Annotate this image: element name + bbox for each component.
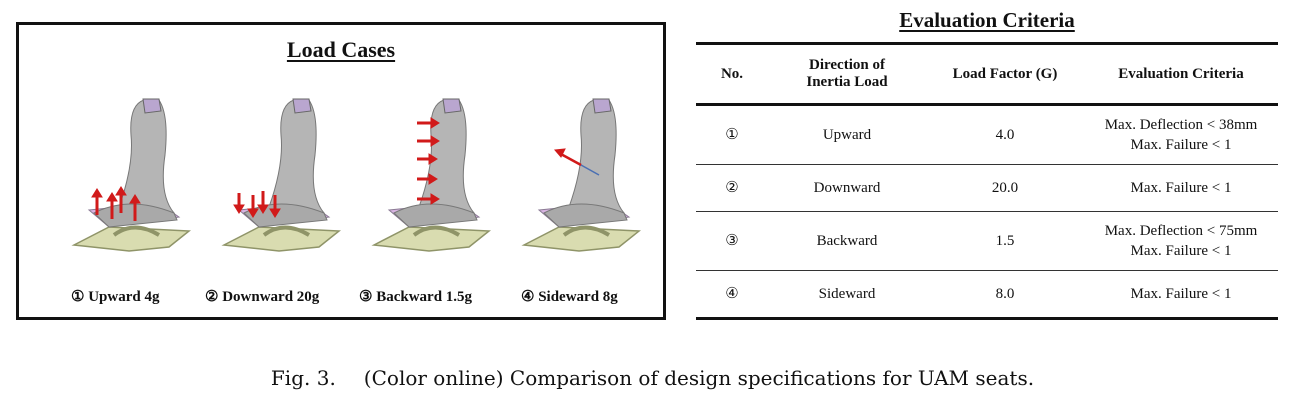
caption-text: (Color online) Comparison of design spec… [363,366,1035,390]
criteria-line: Max. Failure < 1 [1130,243,1232,259]
cell-no: ② [696,164,768,212]
header-direction-line1: Direction of [809,57,885,73]
case-label-backward: ③ Backward 1.5g [359,289,473,305]
criteria-line: Max. Failure < 1 [1130,286,1232,302]
table-row: ① Upward 4.0 Max. Deflection < 38mm Max.… [696,104,1278,165]
evaluation-criteria-table: No. Direction of Inertia Load Load Facto… [696,42,1278,320]
seat-image-upward [69,95,209,265]
cell-criteria: Max. Deflection < 75mm Max. Failure < 1 [1084,211,1278,271]
sideward-arrow [553,148,600,176]
header-no: No. [696,43,768,106]
load-cases-title: Load Cases [286,37,396,62]
criteria-line: Max. Deflection < 75mm [1104,223,1258,239]
seat-sideward-illustration [521,98,642,252]
criteria-line: Max. Deflection < 38mm [1104,117,1258,133]
figure-number: Fig. 3. [270,366,336,390]
header-direction-line2: Inertia Load [806,74,888,90]
cell-criteria: Max. Failure < 1 [1084,164,1278,212]
cell-load-factor: 20.0 [926,164,1084,212]
seat-image-backward [369,95,509,265]
seat-image-sideward [519,95,659,265]
seat-downward-illustration [221,98,342,252]
load-cases-panel: Load Cases [16,22,666,320]
seat-image-downward [219,95,359,265]
backward-arrows [417,117,440,205]
evaluation-criteria-title: Evaluation Criteria [899,8,1075,32]
cell-load-factor: 4.0 [926,104,1084,165]
cell-criteria: Max. Failure < 1 [1084,270,1278,320]
header-direction: Direction of Inertia Load [768,43,926,106]
cell-criteria: Max. Deflection < 38mm Max. Failure < 1 [1084,104,1278,165]
table-row: ③ Backward 1.5 Max. Deflection < 75mm Ma… [696,211,1278,271]
table-header-row: No. Direction of Inertia Load Load Facto… [696,43,1278,106]
table-row: ② Downward 20.0 Max. Failure < 1 [696,164,1278,212]
figure-caption: Fig. 3. (Color online) Comparison of desi… [0,366,1305,390]
cell-load-factor: 8.0 [926,270,1084,320]
cell-direction: Backward [768,211,926,271]
case-label-upward: ① Upward 4g [71,289,160,305]
cell-no: ③ [696,211,768,271]
seat-upward-illustration [71,98,192,252]
downward-arrows [233,191,281,218]
case-label-downward: ② Downward 20g [205,289,320,305]
cell-no: ① [696,104,768,165]
cell-load-factor: 1.5 [926,211,1084,271]
criteria-line: Max. Failure < 1 [1130,137,1232,153]
criteria-line: Max. Failure < 1 [1130,180,1232,196]
cell-no: ④ [696,270,768,320]
header-criteria: Evaluation Criteria [1084,43,1278,106]
seat-backward-illustration [371,98,492,252]
cell-direction: Downward [768,164,926,212]
cell-direction: Upward [768,104,926,165]
upward-arrows [91,186,141,221]
cell-direction: Sideward [768,270,926,320]
header-load-factor: Load Factor (G) [926,43,1084,106]
case-label-sideward: ④ Sideward 8g [521,289,618,305]
table-row: ④ Sideward 8.0 Max. Failure < 1 [696,270,1278,320]
